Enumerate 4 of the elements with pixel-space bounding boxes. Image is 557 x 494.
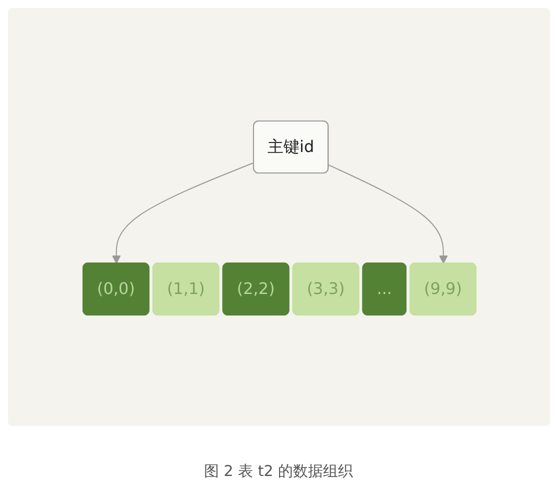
arrow xyxy=(328,164,448,264)
diagram-background: 主键id (0,0) (1,1) (2,2) (3,3) ... (9,9) xyxy=(8,8,550,426)
caption: 图 2 表 t2 的数据组织 xyxy=(204,462,354,480)
arrow xyxy=(112,162,254,264)
